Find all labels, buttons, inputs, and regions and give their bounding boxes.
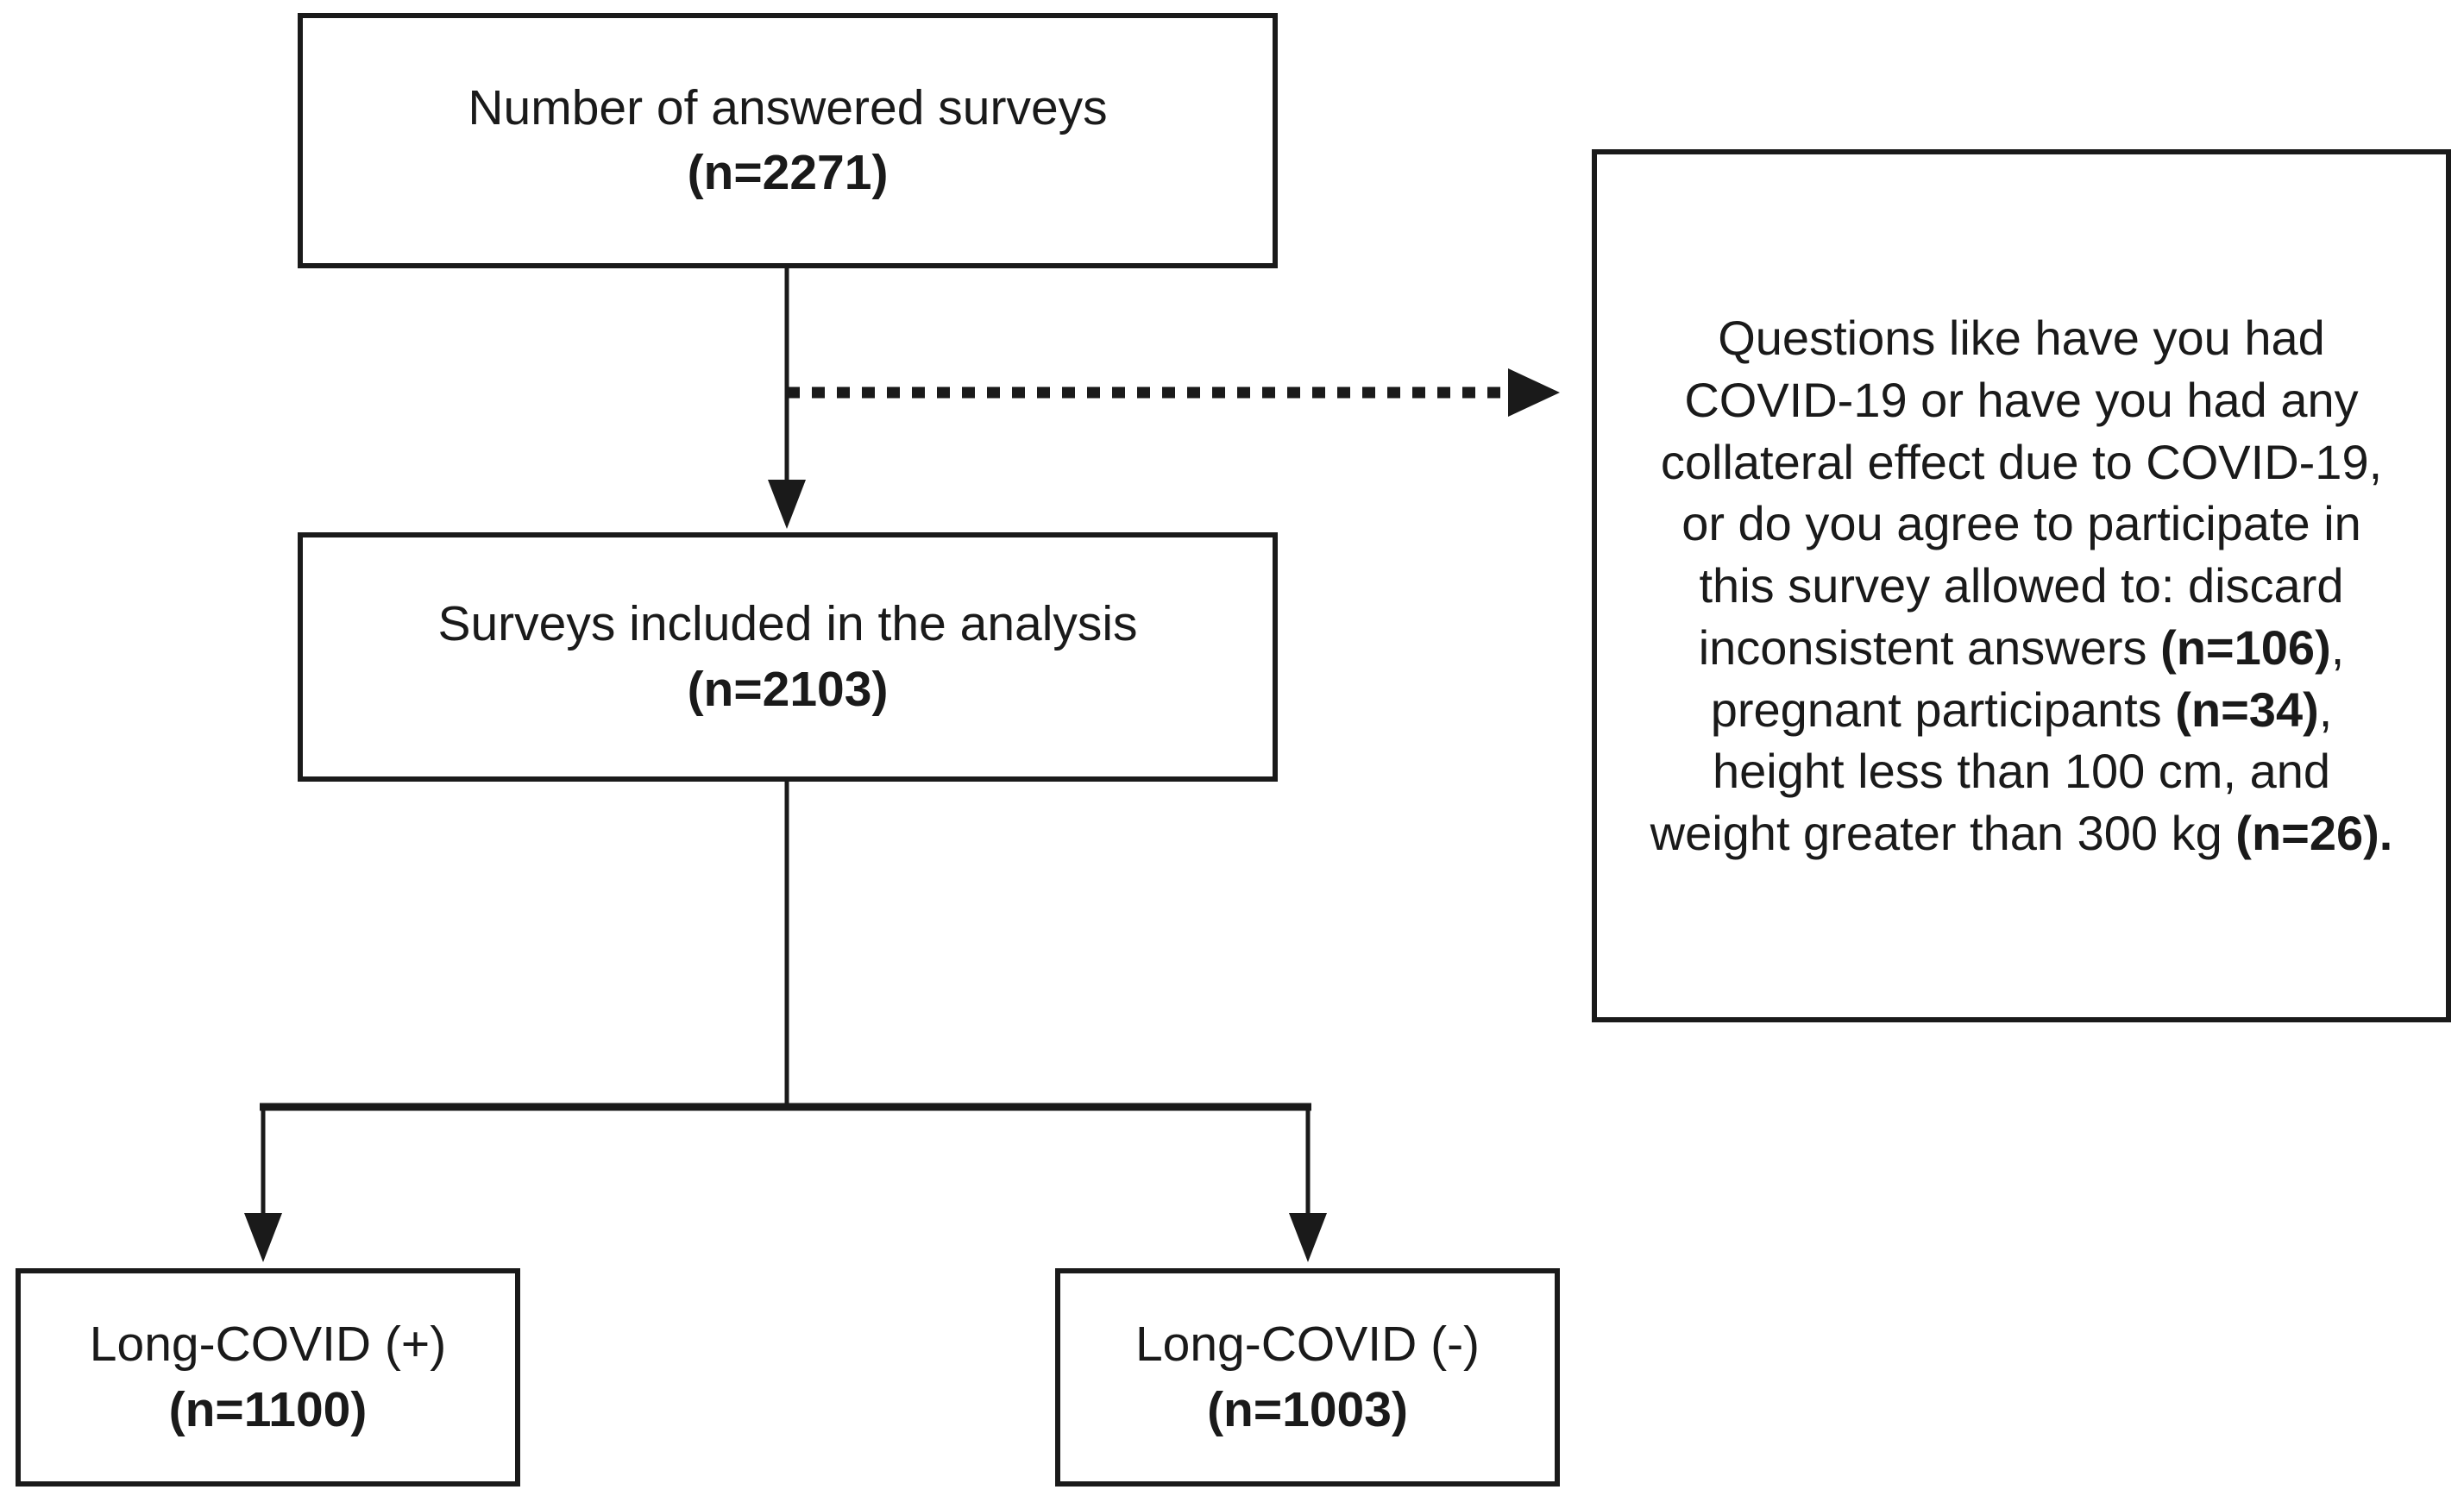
node-long-covid-positive: Long-COVID (+) (n=1100) xyxy=(16,1268,520,1487)
node-answered-surveys-count: (n=2271) xyxy=(687,145,889,200)
node-long-covid-positive-label: Long-COVID (+) xyxy=(89,1317,447,1373)
node-long-covid-positive-count: (n=1100) xyxy=(168,1381,368,1437)
node-included-surveys: Surveys included in the analysis (n=2103… xyxy=(298,532,1278,782)
note-exclusion-criteria-text: Questions like have you had COVID-19 or … xyxy=(1650,311,2393,860)
node-long-covid-negative-count: (n=1003) xyxy=(1207,1381,1408,1437)
arrowhead-right-icon xyxy=(1508,368,1560,417)
node-long-covid-negative-label: Long-COVID (-) xyxy=(1135,1317,1480,1373)
note-exclusion-criteria: Questions like have you had COVID-19 or … xyxy=(1592,149,2451,1022)
node-long-covid-negative: Long-COVID (-) (n=1003) xyxy=(1055,1268,1560,1487)
arrowhead-down-icon xyxy=(768,480,806,529)
arrowhead-down-icon xyxy=(1289,1213,1327,1262)
node-included-surveys-label: Surveys included in the analysis xyxy=(437,596,1138,652)
node-answered-surveys-label: Number of answered surveys xyxy=(468,79,1108,135)
node-answered-surveys: Number of answered surveys (n=2271) xyxy=(298,13,1278,268)
arrowhead-down-icon xyxy=(244,1213,282,1262)
node-included-surveys-count: (n=2103) xyxy=(687,661,889,717)
